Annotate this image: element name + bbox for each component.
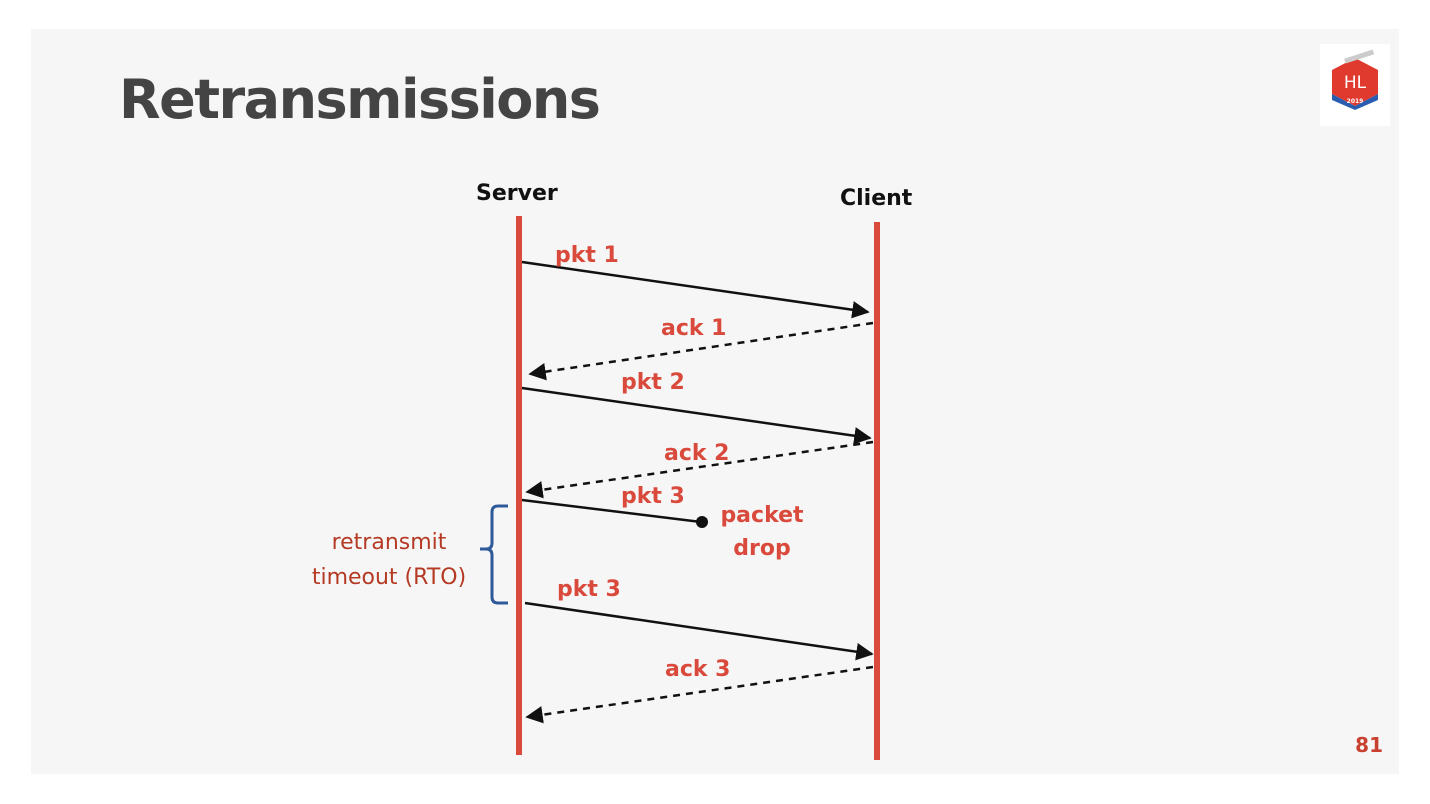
pkt3-label: pkt 3: [621, 484, 685, 509]
pkt3-retransmit-label: pkt 3: [557, 577, 621, 602]
pkt2-label: pkt 2: [621, 370, 685, 395]
pkt3-retransmit-arrow: [524, 601, 874, 661]
slide: Retransmissions HL 2019 81: [31, 29, 1399, 774]
ack2-arrow: [525, 440, 874, 499]
logo-year: 2019: [1347, 98, 1364, 105]
server-label: Server: [476, 181, 558, 206]
rto-label-line1: retransmit: [332, 530, 447, 555]
pkt1-arrow: [521, 260, 870, 319]
pkt1-label: pkt 1: [555, 243, 619, 268]
pkt3-dropped-arrow: [521, 498, 702, 524]
client-label: Client: [840, 186, 913, 211]
page-number: 81: [1355, 733, 1383, 757]
ack1-arrow: [528, 321, 874, 381]
ack3-arrow: [525, 665, 874, 724]
logo-graphic: HL 2019: [1332, 49, 1378, 110]
rto-label-line2: timeout (RTO): [312, 565, 466, 590]
packet-drop-label-line1: packet: [720, 503, 804, 528]
ack2-label: ack 2: [664, 441, 729, 466]
ack1-label: ack 1: [661, 316, 726, 341]
rto-brace: [480, 504, 508, 605]
packet-drop-dot: [696, 516, 708, 528]
ack3-label: ack 3: [665, 657, 730, 682]
conference-logo: HL 2019: [1320, 44, 1390, 126]
pkt2-arrow: [521, 386, 872, 445]
slide-title: Retransmissions: [119, 68, 601, 131]
logo-text: HL: [1344, 73, 1367, 93]
packet-drop-label-line2: drop: [733, 536, 790, 561]
